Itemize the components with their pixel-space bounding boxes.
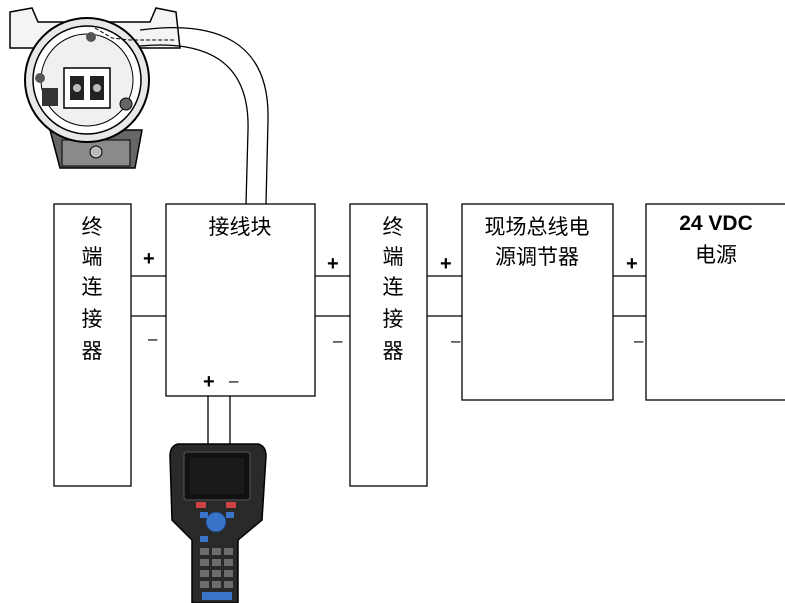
terminator-right-char: 终 bbox=[383, 215, 404, 239]
communicator-image bbox=[169, 443, 267, 603]
terminator-right-char: 接 bbox=[383, 307, 404, 331]
minus-sign: – bbox=[148, 329, 158, 348]
plus-sign: + bbox=[143, 248, 155, 270]
terminator-right-char: 端 bbox=[383, 245, 404, 269]
power-conditioner: 现场总线电 源调节器 bbox=[461, 203, 614, 401]
power-conditioner-box bbox=[461, 203, 614, 401]
minus-sign: – bbox=[634, 331, 644, 350]
junction-block-label: 接线块 bbox=[209, 215, 272, 239]
terminator-right-char: 器 bbox=[383, 339, 404, 363]
terminator-left-char: 端 bbox=[82, 245, 103, 269]
terminator-left-char: 终 bbox=[82, 215, 103, 239]
terminator-left: 终 端 连 接 器 bbox=[53, 203, 132, 487]
terminator-left-box bbox=[53, 203, 132, 487]
terminator-left-char: 器 bbox=[82, 339, 103, 363]
plus-sign: + bbox=[626, 253, 638, 275]
transmitter-cable-outer bbox=[139, 27, 269, 205]
transmitter-cable-inner bbox=[139, 44, 249, 205]
minus-sign: – bbox=[451, 331, 461, 350]
power-conditioner-label-line1: 现场总线电 bbox=[485, 215, 590, 239]
terminator-right: 终 端 连 接 器 bbox=[349, 203, 428, 487]
power-supply-box bbox=[645, 203, 785, 401]
power-supply: 24 VDC 电源 bbox=[645, 203, 785, 401]
junction-minus-sign: – bbox=[229, 371, 239, 390]
junction-block: 接线块 + – bbox=[165, 203, 316, 397]
plus-sign: + bbox=[440, 253, 452, 275]
terminator-right-char: 连 bbox=[383, 275, 404, 299]
power-supply-label-line1: 24 VDC bbox=[679, 212, 753, 235]
terminator-left-char: 连 bbox=[82, 275, 103, 299]
plus-sign: + bbox=[327, 253, 339, 275]
power-conditioner-label-line2: 源调节器 bbox=[495, 245, 579, 269]
terminator-left-char: 接 bbox=[82, 307, 103, 331]
minus-sign: – bbox=[333, 331, 343, 350]
terminator-right-box bbox=[349, 203, 428, 487]
transmitter-image bbox=[9, 7, 181, 169]
power-supply-label-line2: 电源 bbox=[695, 243, 737, 267]
junction-plus-sign: + bbox=[203, 371, 215, 393]
junction-block-box bbox=[165, 203, 316, 397]
